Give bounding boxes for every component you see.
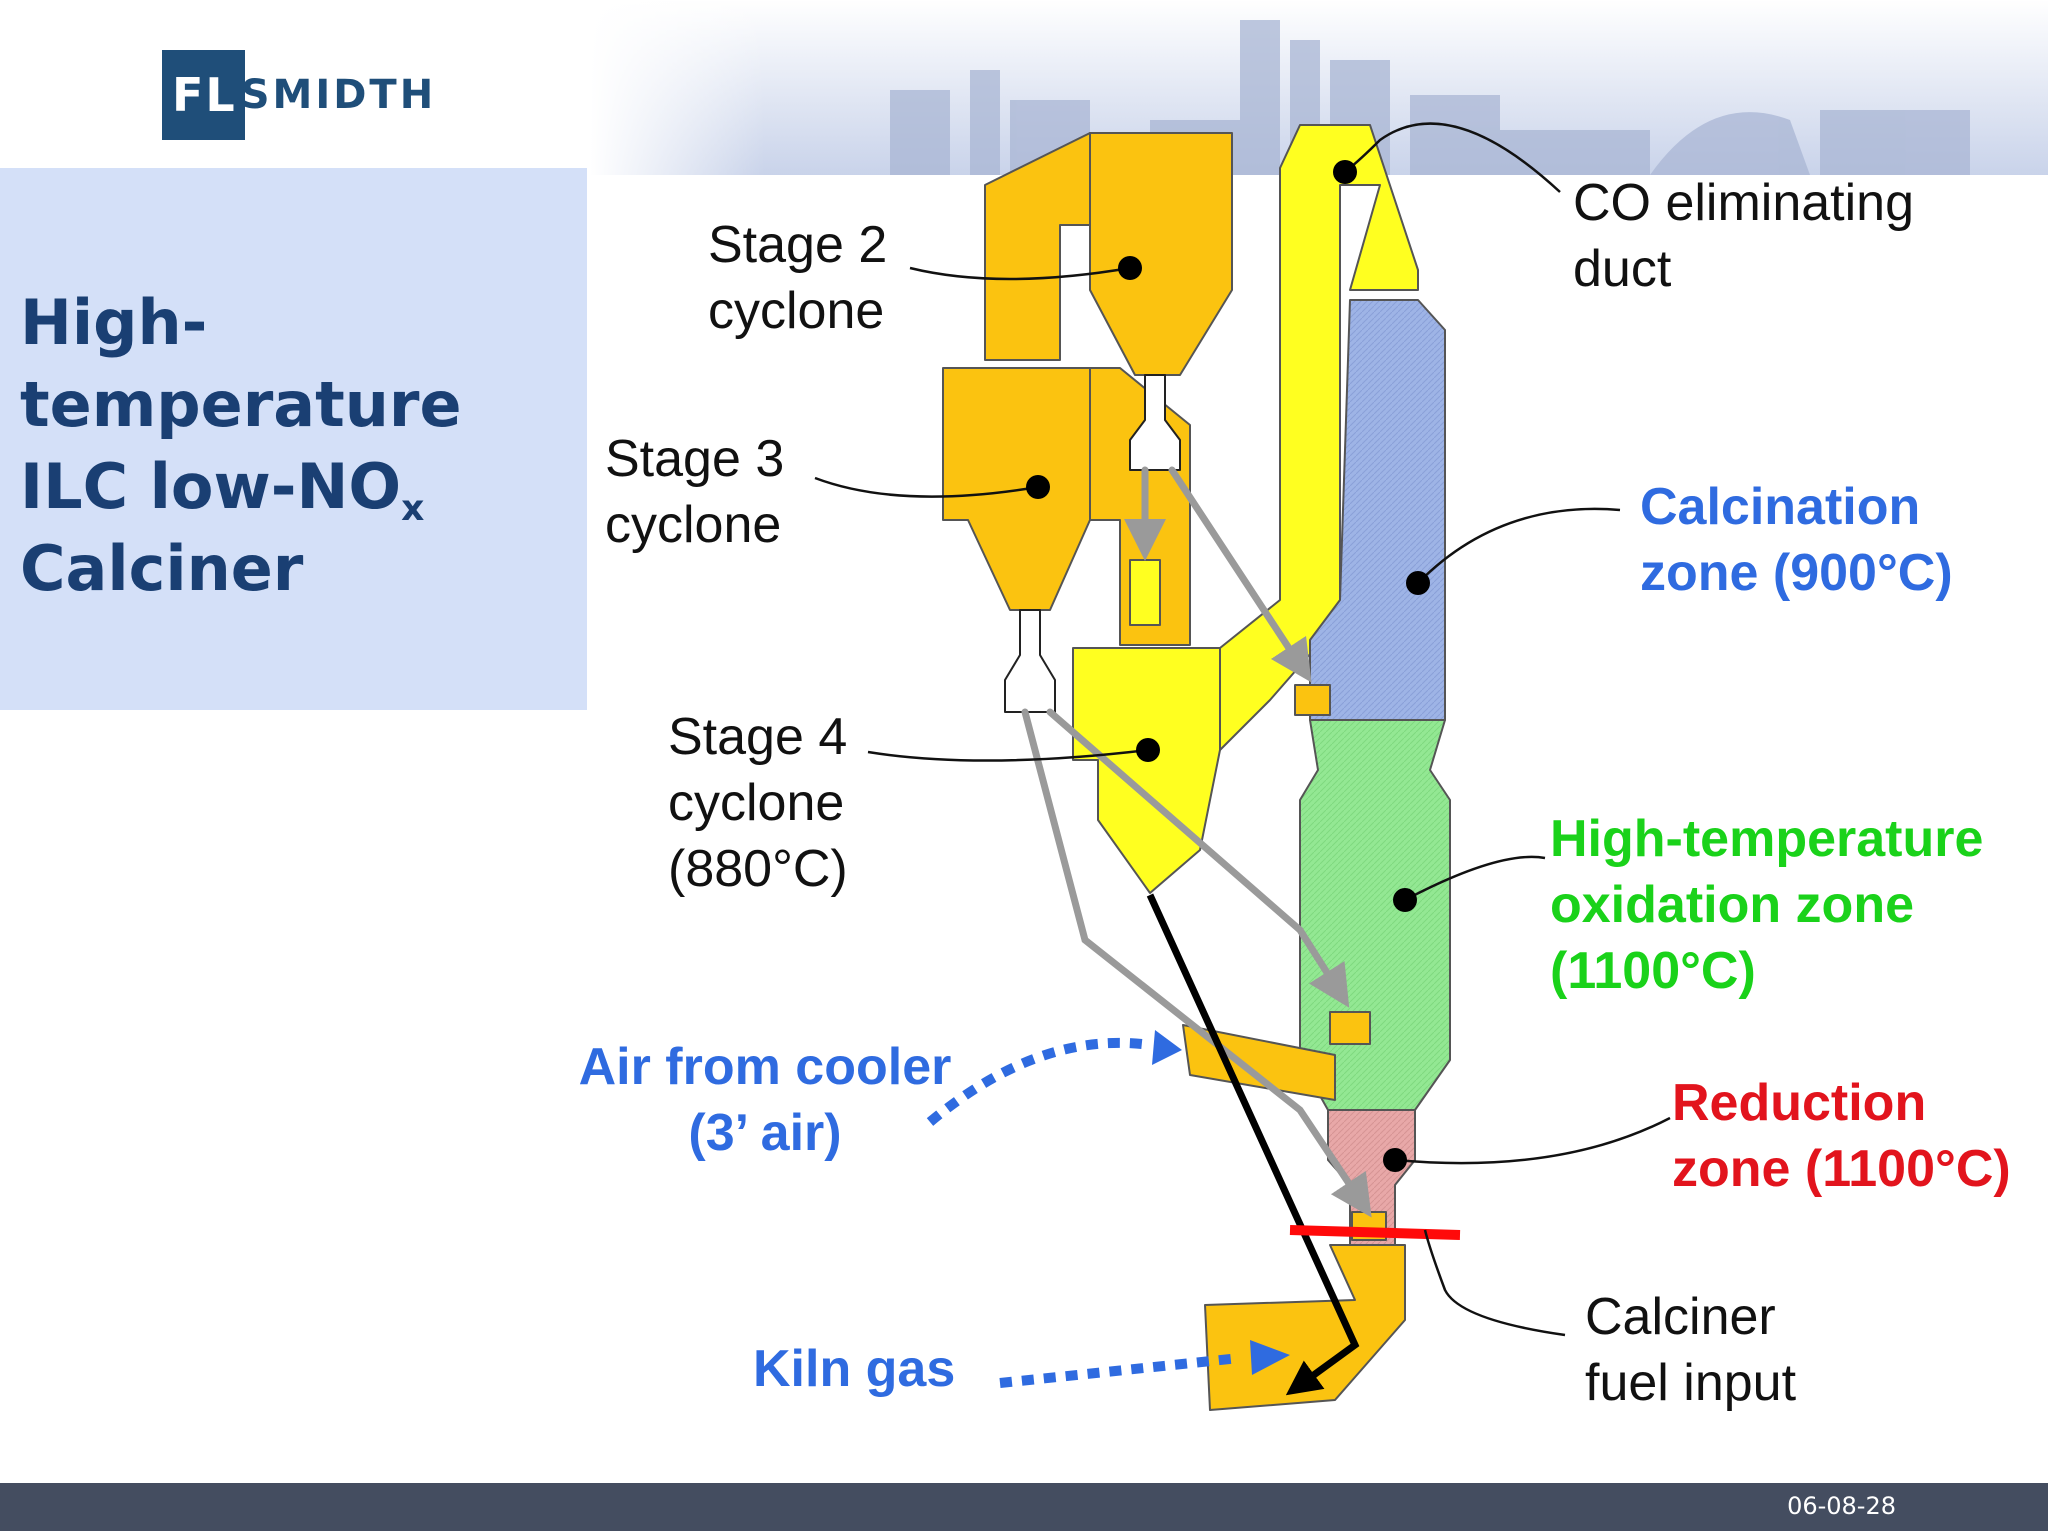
label-reduction-line2: zone (1100°C)	[1672, 1140, 2011, 1198]
stage3-inner-pipe	[1129, 559, 1161, 626]
label-calcination-zone: Calcination zone (900°C)	[1640, 474, 1953, 606]
label-air-line1: Air from cooler	[578, 1038, 952, 1096]
label-stage4-line1: Stage 4	[668, 708, 848, 766]
leader-stage2	[909, 266, 1131, 281]
label-oxidation-zone: High-temperature oxidation zone (1100°C)	[1550, 806, 1983, 1004]
dot-stage3	[1026, 475, 1050, 499]
fuel-input-marker	[1289, 1225, 1461, 1240]
label-stage2: Stage 2 cyclone	[708, 212, 887, 344]
label-fuel-line2: fuel input	[1585, 1354, 1797, 1412]
label-oxidation-line1: High-temperature	[1550, 810, 1984, 868]
label-kiln-gas: Kiln gas	[753, 1336, 955, 1402]
label-kiln-line1: Kiln gas	[753, 1340, 956, 1398]
title-line-1: High-	[20, 286, 208, 359]
label-calcination-line2: zone (900°C)	[1640, 544, 1953, 602]
label-air-from-cooler: Air from cooler (3’ air)	[560, 1034, 970, 1166]
flsmidth-logo: FL SMIDTH	[162, 50, 436, 140]
meal-inlet-calcination	[1294, 684, 1331, 716]
label-oxidation-line3: (1100°C)	[1550, 942, 1756, 1000]
tertiary-air-arrowhead	[1152, 1030, 1182, 1065]
stage4-cyclone	[1072, 647, 1221, 894]
meal-flow-arrow-stage2-calciner	[1168, 466, 1312, 683]
meal-to-kiln-arrow	[1146, 893, 1360, 1396]
label-stage2-line1: Stage 2	[708, 216, 888, 274]
stage3-cyclone	[942, 367, 1091, 611]
dot-reduction	[1383, 1148, 1407, 1172]
dot-stage2	[1118, 256, 1142, 280]
meal-flow-arrow-stage3-reduction	[1021, 708, 1372, 1218]
oxidation-zone	[1299, 719, 1451, 1111]
footer-bar	[0, 1483, 2048, 1531]
label-stage4: Stage 4 cyclone (880°C)	[668, 704, 848, 902]
label-stage4-line2: cyclone	[668, 774, 845, 832]
title-panel	[0, 168, 587, 710]
dot-oxidation	[1393, 888, 1417, 912]
label-air-line2: (3’ air)	[688, 1104, 842, 1162]
leader-stage4	[867, 748, 1149, 762]
label-fuel-line1: Calciner	[1585, 1288, 1776, 1346]
dot-co-duct	[1333, 160, 1357, 184]
label-reduction-zone: Reduction zone (1100°C)	[1672, 1070, 2011, 1202]
calciner-crossover-duct	[1219, 124, 1419, 751]
splitter-stage2	[1129, 374, 1181, 471]
label-co-duct-line2: duct	[1573, 240, 1672, 298]
leader-stage3	[814, 476, 1039, 498]
calciner-diagram	[814, 122, 1671, 1411]
label-calcination-line1: Calcination	[1640, 478, 1921, 536]
kiln-gas-arrowhead	[1250, 1340, 1290, 1375]
leader-oxidation	[1404, 855, 1546, 902]
label-co-duct: CO eliminating duct	[1573, 170, 1914, 302]
label-co-duct-line1: CO eliminating	[1573, 174, 1915, 232]
stage2-cyclone	[1089, 132, 1233, 376]
title-line-3-subscript: x	[401, 488, 425, 529]
kiln-gas-arrow	[999, 1353, 1241, 1388]
logo-wordmark: SMIDTH	[240, 72, 437, 118]
label-reduction-line1: Reduction	[1672, 1074, 1927, 1132]
footer-date: 06-08-28	[1787, 1492, 1896, 1520]
title-line-2: temperature	[20, 368, 462, 441]
leader-co-duct	[1344, 122, 1561, 193]
leader-fuel	[1423, 1229, 1566, 1337]
title-line-3: ILC low-NOx	[20, 446, 580, 528]
meal-flow-arrow-stage3-oxidation	[1046, 708, 1350, 1008]
dot-stage4	[1136, 738, 1160, 762]
splitter-stage3	[1004, 609, 1056, 713]
stage2-riser-duct	[984, 132, 1091, 361]
title-line-3-main: ILC low-NO	[20, 450, 402, 523]
meal-inlet-oxidation	[1329, 1011, 1371, 1045]
industrial-skyline-banner	[590, 0, 2048, 175]
label-stage3-line2: cyclone	[605, 496, 782, 554]
label-oxidation-line2: oxidation zone	[1550, 876, 1914, 934]
label-fuel-input: Calciner fuel input	[1585, 1284, 1796, 1416]
slide-title: High- temperature ILC low-NOx Calciner	[20, 282, 580, 610]
label-stage3-line1: Stage 3	[605, 430, 785, 488]
label-stage4-line3: (880°C)	[668, 840, 848, 898]
logo-mark: FL	[162, 50, 245, 140]
title-line-4: Calciner	[20, 532, 304, 605]
leader-reduction	[1394, 1116, 1671, 1165]
label-stage3: Stage 3 cyclone	[605, 426, 784, 558]
leader-calcination	[1417, 507, 1621, 584]
dot-calcination	[1406, 571, 1430, 595]
label-stage2-line2: cyclone	[708, 282, 885, 340]
